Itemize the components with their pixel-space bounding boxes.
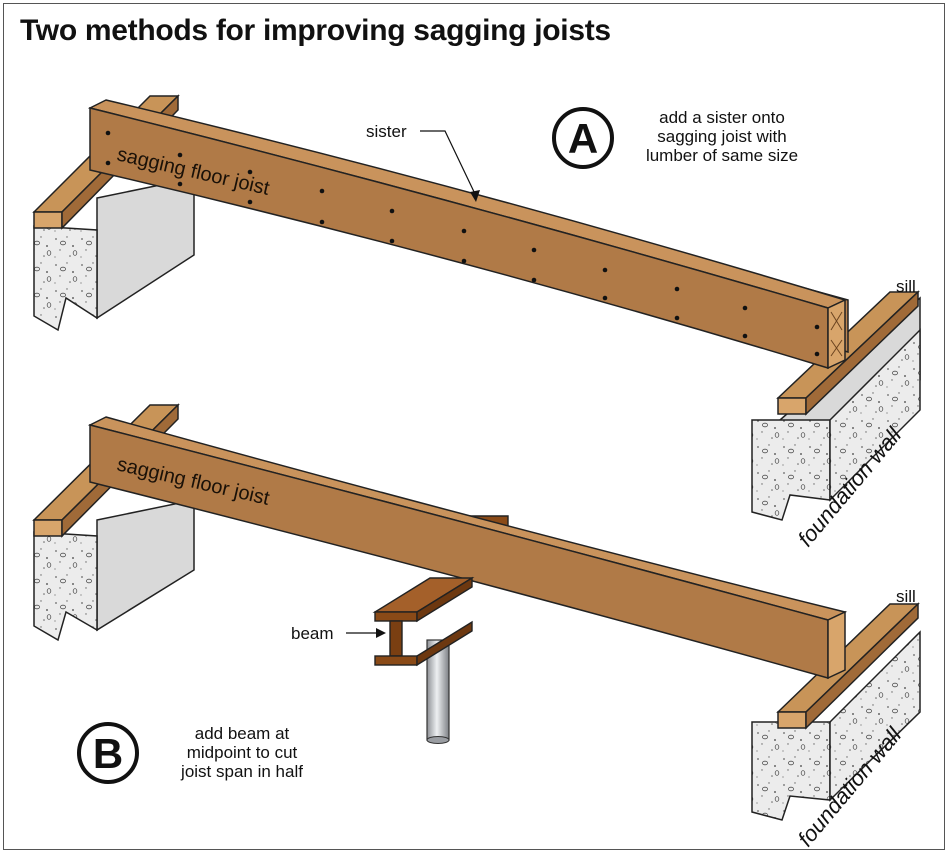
right-sill-b [776,602,920,730]
sister-leader-line [420,130,477,197]
diagram-title: Two methods for improving sagging joists [20,14,611,47]
sister-leader-arrow [470,190,480,202]
steel-i-beam [372,576,475,667]
sill-label-a: sill [896,277,916,296]
beam-leader-arrow [376,628,386,638]
method-b-note-line-3: joist span in half [181,762,303,781]
badge-b [77,722,139,784]
method-b-group: sagging floor joist beam sill foundation… [32,403,921,851]
method-a-note-line-3: lumber of same size [645,146,799,165]
badge-a-letter: A [568,115,598,162]
sill-label-b: sill [896,587,916,606]
right-foundation-wall-a [751,296,921,521]
method-a-note-line-2: sagging joist with [657,127,787,146]
left-foundation-wall-a [33,177,195,332]
nail-pattern [105,130,820,357]
method-b-note-line-2: midpoint to cut [186,743,298,762]
right-foundation-wall-b [751,630,921,821]
method-b-note: add beam at midpoint to cut joist span i… [142,724,342,781]
badge-b-letter: B [93,730,123,777]
left-foundation-wall-b [33,499,195,642]
badge-a [552,107,614,169]
diagram-frame [3,3,945,850]
method-a-note: add a sister onto sagging joist with lum… [617,108,827,165]
sagging-joist-a [87,99,848,370]
method-a-group: sagging floor joist sister sill foundati… [32,94,921,551]
method-a-note-line-1: add a sister onto [659,108,785,127]
beam-label: beam [291,624,334,643]
method-b-note-line-1: add beam at [194,724,290,743]
sister-label: sister [366,122,407,141]
sagging-joist-b [87,416,848,680]
